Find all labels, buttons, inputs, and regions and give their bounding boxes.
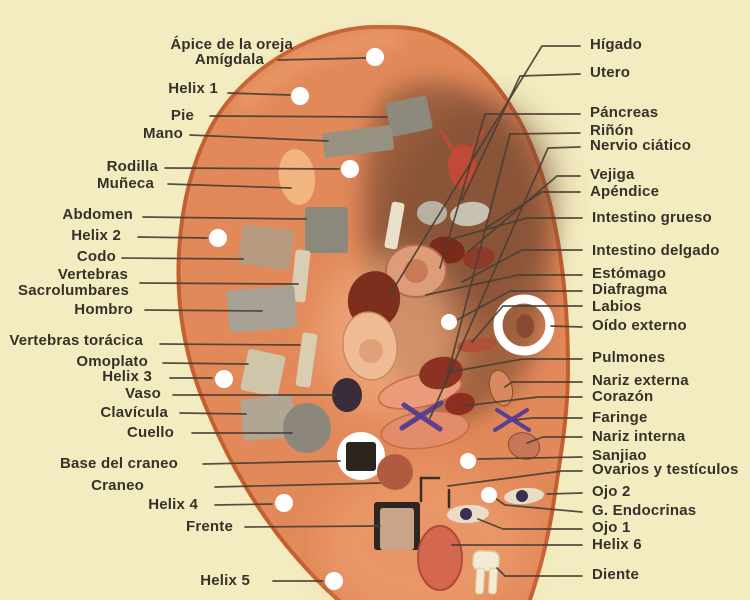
tongue-illustration bbox=[417, 525, 463, 591]
leader-line bbox=[179, 412, 247, 415]
palm-silhouette bbox=[278, 149, 316, 205]
scapula-illustration bbox=[240, 349, 286, 397]
head-profile-illustration bbox=[283, 403, 331, 453]
intestine-coil-inner bbox=[404, 259, 428, 283]
pelvis-illustration bbox=[450, 201, 490, 227]
leader-line bbox=[447, 217, 583, 241]
leader-line bbox=[167, 183, 292, 189]
point-marker bbox=[325, 572, 343, 590]
skull-illustration bbox=[417, 201, 447, 225]
leader-line bbox=[162, 362, 249, 365]
leader-line bbox=[387, 45, 581, 299]
skull-base-object bbox=[346, 442, 376, 471]
leader-line bbox=[439, 113, 581, 269]
outer-ear-ring bbox=[493, 294, 555, 356]
lips-illustration bbox=[457, 337, 497, 353]
leader-line bbox=[526, 436, 583, 444]
point-markers bbox=[209, 48, 497, 590]
point-marker bbox=[366, 48, 384, 66]
leader-line bbox=[137, 236, 208, 239]
point-marker bbox=[215, 370, 233, 388]
point-marker bbox=[460, 453, 476, 469]
forehead-photo bbox=[380, 508, 414, 550]
clavicle-illustration bbox=[240, 395, 296, 441]
elbow-illustration bbox=[238, 224, 294, 270]
uterus-illustration bbox=[448, 144, 476, 188]
point-marker bbox=[291, 87, 309, 105]
leader-line bbox=[121, 257, 244, 260]
leader-line bbox=[444, 132, 581, 386]
leader-line bbox=[471, 305, 583, 343]
tooth-crown bbox=[472, 549, 500, 573]
leader-line bbox=[164, 167, 340, 170]
leader-line bbox=[227, 92, 291, 96]
point-marker bbox=[341, 160, 359, 178]
organ-illustrations bbox=[226, 95, 555, 595]
leader-line bbox=[159, 343, 301, 346]
tooth-root-left bbox=[474, 567, 486, 595]
sciatic-vessel-2 bbox=[401, 402, 443, 432]
leader-line bbox=[514, 417, 583, 421]
leader-line bbox=[485, 191, 581, 229]
point-marker bbox=[481, 487, 497, 503]
stomach-swirl bbox=[359, 339, 383, 363]
uterus-arm-left bbox=[439, 129, 454, 151]
heart-illustration bbox=[445, 392, 475, 416]
leader-line bbox=[214, 503, 273, 506]
leader-line bbox=[546, 492, 583, 495]
cranium-ball bbox=[377, 454, 413, 490]
leader-line bbox=[214, 482, 381, 488]
leader-line bbox=[550, 325, 583, 328]
leader-line bbox=[189, 134, 329, 142]
shoulder-illustration bbox=[226, 285, 298, 333]
leader-line bbox=[449, 358, 583, 373]
leader-line bbox=[277, 57, 367, 61]
outer-ear-inner bbox=[516, 314, 534, 338]
eye-2-iris bbox=[516, 490, 528, 502]
point-marker bbox=[275, 494, 293, 512]
leader-line bbox=[447, 470, 583, 487]
leader-line bbox=[425, 274, 583, 296]
leader-line bbox=[494, 497, 583, 513]
tooth-root-right bbox=[487, 567, 499, 595]
leader-line bbox=[202, 460, 341, 465]
leader-line bbox=[496, 567, 583, 577]
leader-line bbox=[142, 216, 307, 220]
leader-line bbox=[209, 115, 388, 118]
leader-line bbox=[139, 282, 299, 285]
leader-line bbox=[461, 73, 581, 201]
spine-lumbar-illustration bbox=[290, 249, 311, 303]
abdomen-photo bbox=[305, 207, 348, 253]
vertebra-chain-illustration bbox=[384, 201, 405, 250]
nose-external-illustration bbox=[488, 369, 514, 407]
leader-line bbox=[477, 456, 583, 460]
foot-illustration bbox=[385, 95, 433, 137]
leader-line bbox=[456, 290, 583, 321]
leader-line bbox=[504, 381, 583, 388]
point-marker bbox=[441, 314, 457, 330]
leader-line bbox=[477, 518, 583, 530]
lung-illustration bbox=[419, 356, 463, 390]
leader-line bbox=[462, 396, 583, 407]
eye-1-iris bbox=[460, 508, 472, 520]
leader-line bbox=[461, 249, 583, 283]
vaso-object bbox=[332, 378, 362, 412]
spine-thoracic-illustration bbox=[295, 332, 318, 388]
leader-lines bbox=[121, 45, 583, 582]
organ-dark-illustration bbox=[463, 246, 495, 270]
leader-line bbox=[429, 146, 581, 419]
pharynx-vessel-2 bbox=[495, 408, 531, 432]
hand-illustration bbox=[322, 125, 394, 158]
leader-line bbox=[144, 309, 263, 312]
point-marker bbox=[209, 229, 227, 247]
leader-line bbox=[244, 525, 381, 528]
